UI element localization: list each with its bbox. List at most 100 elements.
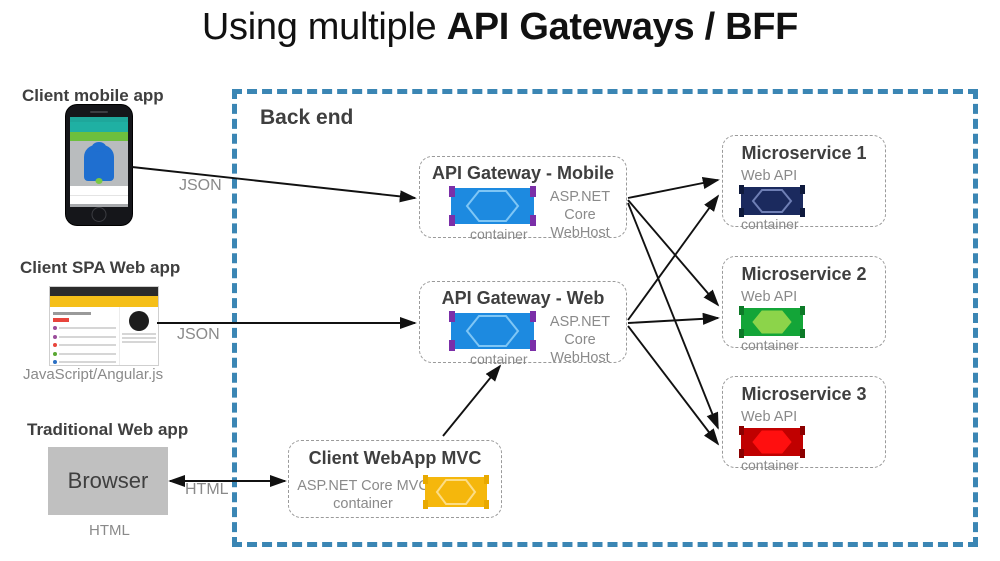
microservice-2-title: Microservice 2 — [741, 264, 867, 284]
container-icon — [449, 186, 536, 226]
microservice-3-api-label: Web API — [741, 409, 798, 425]
spa-list-item — [53, 351, 116, 357]
phone-home-button — [91, 207, 107, 222]
api-gateway-mobile-title: API Gateway - Mobile — [431, 163, 615, 183]
container-pin — [739, 306, 744, 315]
api-gateway-mobile-node[interactable]: API Gateway - Mobile container ASP.NET C… — [419, 156, 627, 242]
container-pin — [800, 185, 805, 194]
container-pin — [530, 340, 536, 351]
spa-item-text — [59, 335, 116, 338]
phone-product-price — [70, 195, 128, 204]
browser-protocol-label: HTML — [89, 522, 130, 539]
phone-product-hoodie — [84, 145, 114, 181]
container-pin — [739, 185, 744, 194]
phone-product-photo — [70, 141, 128, 186]
container-pin — [800, 426, 805, 435]
microservice-3-title: Microservice 3 — [741, 384, 867, 404]
api-gateway-web-title: API Gateway - Web — [441, 288, 605, 308]
edge-label-html: HTML — [185, 481, 229, 498]
container-pin — [800, 208, 805, 217]
spa-list-item — [53, 325, 116, 331]
phone-product-caption — [70, 186, 128, 195]
container-pin — [484, 475, 489, 484]
spa-item-bullet-icon — [53, 343, 57, 347]
spa-content-column — [50, 307, 119, 365]
microservice-1-title: Microservice 1 — [741, 143, 867, 163]
container-pin — [423, 475, 428, 484]
api-gateway-web-subtitle: ASP.NET Core WebHost — [549, 314, 611, 366]
spa-list-item — [53, 342, 116, 348]
container-caption: container — [470, 351, 528, 367]
spa-heading-line — [53, 312, 91, 315]
container-hexagon-icon — [752, 310, 792, 334]
spa-item-text — [59, 352, 116, 355]
spa-cta-chip — [53, 318, 70, 322]
mobile-phone-mockup — [66, 105, 132, 225]
client-webapp-mvc-title: Client WebApp MVC — [308, 448, 482, 468]
spa-list-item — [53, 334, 116, 340]
container-pin — [449, 215, 455, 226]
container-icon — [423, 475, 489, 509]
phone-cta-button — [70, 132, 128, 141]
client-traditional-heading: Traditional Web app — [27, 420, 189, 439]
phone-appbar — [70, 122, 128, 132]
page-title: Using multiple API Gateways / BFF — [0, 4, 1000, 50]
container-pin — [530, 215, 536, 226]
edge-label-json-mobile: JSON — [179, 177, 222, 194]
container-hexagon-icon — [435, 479, 477, 505]
spa-browser-chrome — [50, 287, 158, 296]
spa-item-bullet-icon — [53, 351, 57, 356]
container-hexagon-icon — [465, 190, 520, 222]
spa-sidebar-text — [122, 341, 156, 343]
container-pin — [800, 329, 805, 338]
title-emphasis: API Gateways / BFF — [446, 6, 799, 48]
container-pin — [484, 500, 489, 509]
spa-browser-mockup — [49, 286, 159, 366]
title-prefix: Using multiple — [201, 6, 447, 48]
container-pin — [739, 329, 744, 338]
container-caption: container — [741, 457, 799, 473]
microservice-1-api-label: Web API — [741, 168, 798, 184]
edge-label-json-spa: JSON — [177, 326, 220, 343]
container-pin — [739, 208, 744, 217]
backend-label: Back end — [260, 106, 354, 129]
container-pin — [449, 311, 455, 322]
container-pin — [449, 186, 455, 197]
spa-item-text — [59, 327, 116, 329]
browser-box: Browser — [48, 447, 168, 515]
phone-statusbar — [70, 117, 128, 122]
spa-item-text — [59, 344, 116, 346]
spa-item-bullet-icon — [53, 326, 57, 330]
spa-sidebar-avatar — [129, 311, 149, 331]
phone-next-product — [70, 204, 128, 207]
client-mobile-heading: Client mobile app — [22, 86, 164, 105]
container-body — [425, 477, 487, 507]
container-body — [451, 188, 534, 224]
spa-tech-label: JavaScript/Angular.js — [23, 366, 164, 383]
container-pin — [800, 306, 805, 315]
microservice-2-api-label: Web API — [741, 289, 798, 305]
microservice-1-node[interactable]: Microservice 1 Web API container — [722, 135, 886, 232]
client-webapp-mvc-subtitle: ASP.NET Core MVC container — [297, 478, 429, 512]
spa-sidebar-text — [122, 337, 156, 339]
api-gateway-web-node[interactable]: API Gateway - Web container ASP.NET Core… — [419, 281, 627, 367]
container-pin — [530, 186, 536, 197]
client-webapp-mvc-node[interactable]: Client WebApp MVC ASP.NET Core MVC conta… — [288, 440, 502, 518]
container-pin — [423, 500, 428, 509]
container-body — [741, 187, 803, 215]
container-caption: container — [741, 337, 799, 353]
container-hexagon-icon — [752, 430, 792, 454]
container-icon — [449, 311, 536, 351]
container-icon — [739, 426, 805, 458]
container-body — [451, 313, 534, 349]
container-hexagon-icon — [751, 189, 793, 213]
spa-sidebar-column — [119, 307, 158, 365]
microservice-2-node[interactable]: Microservice 2 Web API container — [722, 256, 886, 353]
microservice-3-node[interactable]: Microservice 3 Web API container — [722, 376, 886, 473]
spa-sidebar-text — [122, 333, 156, 335]
backend-boundary — [232, 89, 978, 547]
spa-navbar — [50, 296, 158, 307]
container-pin — [449, 340, 455, 351]
spa-item-bullet-icon — [53, 334, 57, 339]
